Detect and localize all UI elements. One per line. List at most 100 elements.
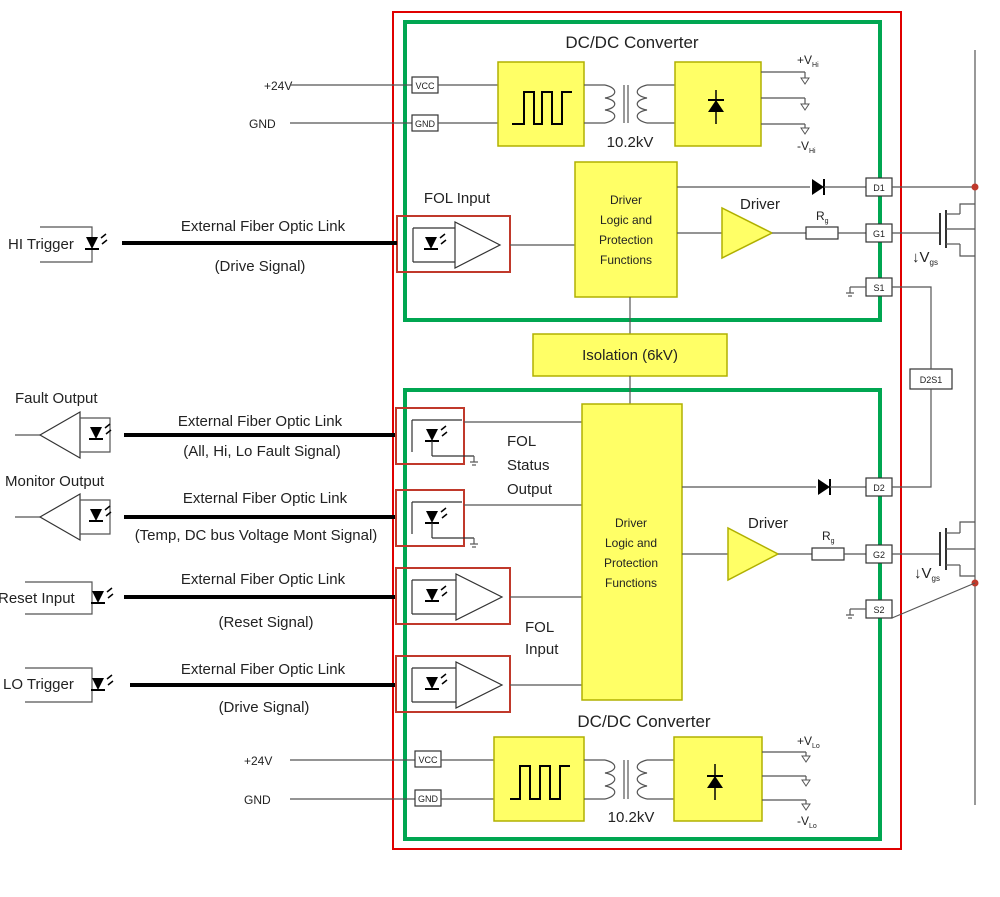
pin-d2-label: D2 (873, 483, 885, 493)
top-dc-node (971, 183, 979, 191)
s1-ground-icon (845, 286, 855, 297)
monitor-output-link: Monitor Output External Fiber Optic Link… (5, 473, 396, 544)
high-side-domain (403, 20, 882, 322)
top-vhi-neg-main: -V (797, 139, 809, 153)
bottom-gnd-pin (414, 789, 442, 807)
top-vcc-pin-label: VCC (415, 81, 435, 91)
vgs-top-main: V (920, 249, 930, 266)
top-logic-block (574, 161, 678, 298)
bottom-vcc-pin (414, 750, 442, 768)
rg-top-label: Rg (816, 209, 829, 225)
isolation-label: Isolation (6kV) (582, 347, 678, 364)
top-logic-line-1: Driver (610, 193, 642, 207)
hi-trigger-led-icon (84, 233, 108, 250)
fault-transmitter-led-icon (424, 425, 448, 442)
fol-status-line-2: Status (507, 457, 550, 474)
pin-g1-label: G1 (873, 229, 885, 239)
pin-d2s1-label: D2S1 (920, 375, 943, 385)
monitor-output-label: Monitor Output (5, 473, 105, 490)
pin-s2-label: S2 (873, 605, 884, 615)
s2-ground-icon (845, 608, 855, 619)
fault-output-link: Fault Output External Fiber Optic Link (… (15, 390, 396, 460)
fault-transmitter (395, 407, 465, 465)
bottom-transformer-primary (604, 759, 616, 800)
fol-input-top-label: FOL Input (424, 190, 491, 207)
fault-output-amp-icon (38, 410, 81, 460)
bottom-vcc-pin-label: VCC (418, 755, 438, 765)
bottom-logic-line-4: Functions (605, 576, 657, 590)
driver-top-label: Driver (740, 196, 780, 213)
top-driver-amp-icon (721, 206, 774, 260)
top-transformer-primary (604, 84, 616, 124)
rg-bottom-sub: g (831, 538, 835, 545)
vgs-top-label: ↓Vgs (912, 249, 938, 267)
bottom-vlo-neg: -VLo (797, 814, 817, 830)
bottom-vlo-pos-sub: Lo (812, 743, 820, 750)
bottom-isolation-voltage: 10.2kV (608, 809, 655, 826)
top-dcdc-converter: DC/DC Converter +24V GND VCC GND 10.2kV (249, 33, 819, 155)
bottom-logic-line-2: Logic and (605, 536, 657, 550)
bottom-transformer-secondary (636, 759, 648, 800)
fol-status-line-3: Output (507, 481, 553, 498)
top-transformer-secondary (636, 84, 648, 124)
high-side-mosfet-icon (892, 203, 975, 257)
bottom-converter-title: DC/DC Converter (577, 712, 711, 731)
top-gnd-label: GND (249, 117, 276, 131)
hi-trigger-link-signal: (Drive Signal) (215, 258, 306, 275)
fault-output-link-title: External Fiber Optic Link (178, 413, 343, 430)
bottom-gnd-pin-label: GND (418, 794, 439, 804)
pin-d1-label: D1 (873, 183, 885, 193)
lo-trigger-link-title: External Fiber Optic Link (181, 661, 346, 678)
fault-output-led-icon (88, 423, 112, 440)
driver-board-boundary (392, 11, 902, 850)
reset-receiver-amp-icon (455, 573, 504, 621)
fault-output-link-signal: (All, Hi, Lo Fault Signal) (183, 443, 341, 460)
top-d1-diode-icon (811, 178, 825, 196)
reset-input-led-icon (90, 587, 114, 604)
monitor-transmitter (395, 489, 465, 547)
hi-trigger-label: HI Trigger (8, 236, 74, 253)
low-side-fol-blocks: FOL Status Output FOL Input (395, 407, 582, 713)
lo-trigger-link-signal: (Drive Signal) (219, 699, 310, 716)
bottom-gnd-label: GND (244, 793, 271, 807)
fol-input-bottom-line-1: FOL (525, 619, 554, 636)
driver-bottom-label: Driver (748, 515, 788, 532)
bottom-vlo-pos: +VLo (797, 734, 820, 750)
bottom-vlo-neg-sub: Lo (809, 823, 817, 830)
top-vhi-pos-sub: Hi (812, 62, 819, 69)
top-vhi-pos-main: +V (797, 53, 812, 67)
pin-s1-label: S1 (873, 283, 884, 293)
top-vhi-neg: -VHi (797, 139, 816, 155)
vgs-bottom-label: ↓Vgs (914, 565, 940, 583)
reset-input-label: Reset Input (0, 590, 76, 607)
top-driver-section: FOL Input Driver Logic and Protection Fu… (396, 161, 866, 334)
monitor-output-link-signal: (Temp, DC bus Voltage Mont Signal) (135, 527, 378, 544)
lo-receiver (395, 655, 511, 713)
top-fol-amplifier-icon (454, 221, 502, 269)
top-24v-label: +24V (264, 79, 292, 93)
monitor-output-amp-icon (38, 492, 81, 542)
top-logic-line-3: Protection (599, 233, 653, 247)
vgs-bottom-sub: gs (932, 574, 940, 583)
reset-receiver (395, 567, 511, 625)
top-logic-line-4: Functions (600, 253, 652, 267)
rg-bottom-main: R (822, 529, 831, 543)
fol-status-line-1: FOL (507, 433, 536, 450)
fol-input-bottom-line-2: Input (525, 641, 559, 658)
monitor-output-led-icon (88, 505, 112, 522)
rg-top-sub: g (825, 218, 829, 225)
hi-trigger-link: HI Trigger External Fiber Optic Link (Dr… (8, 218, 397, 275)
lo-trigger-label: LO Trigger (3, 676, 74, 693)
top-gate-resistor (805, 226, 839, 240)
lo-receiver-amp-icon (455, 661, 504, 709)
bottom-dcdc-converter: DC/DC Converter +24V GND VCC GND 10.2kV (244, 712, 820, 830)
monitor-transmitter-ground-icon (469, 537, 479, 548)
bottom-logic-line-1: Driver (615, 516, 647, 530)
power-stage: ↓Vgs ↓Vgs (891, 50, 979, 805)
top-vhi-pos: +VHi (797, 53, 819, 69)
bottom-logic-block (581, 403, 683, 701)
reset-input-link-signal: (Reset Signal) (218, 614, 313, 631)
rg-top-main: R (816, 209, 825, 223)
top-converter-title: DC/DC Converter (565, 33, 699, 52)
